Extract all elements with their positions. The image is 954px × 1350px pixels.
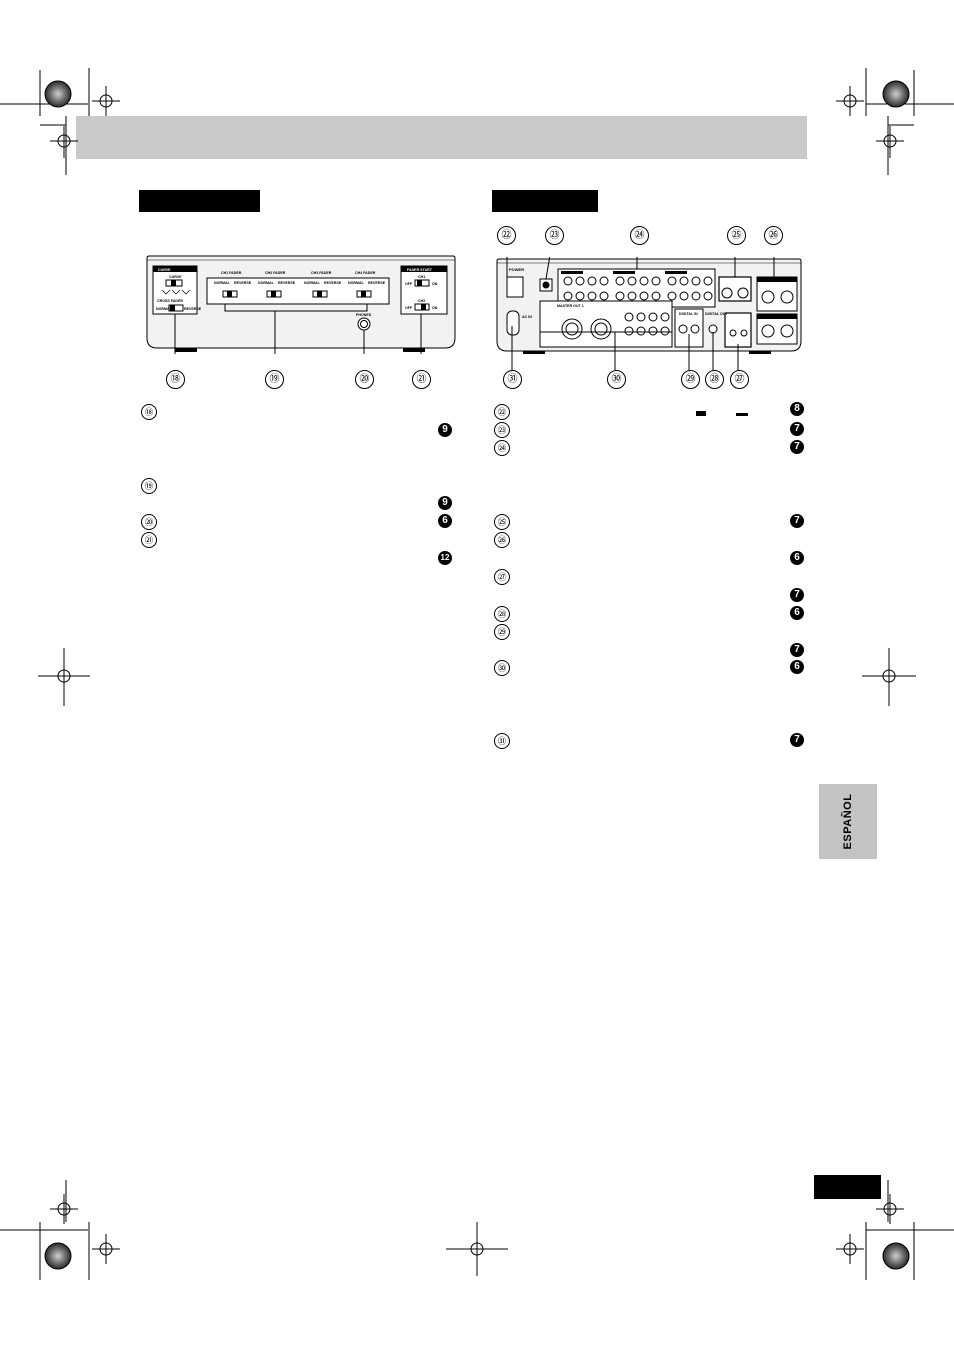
cross-left-label: NORMAL (156, 307, 172, 311)
ch1-fader-left: NORMAL (214, 281, 230, 285)
rear-callout-28: ㉘ (705, 370, 724, 389)
front-section-title-bar (139, 190, 260, 212)
rear-callout-22: ㉒ (497, 226, 516, 245)
rear-callout-29: ㉙ (681, 370, 700, 389)
rear-section-title-bar (492, 190, 598, 212)
ch3-fader-right: REVERSE (324, 281, 342, 285)
rear-panel-illustration: POWER AC IN MASTER OUT 1 DIGITAL IN DIGI… (495, 257, 803, 354)
cross-right-label: REVERSE (184, 307, 202, 311)
ch1-fader-title: CH1 FADER (221, 271, 242, 275)
ch2-fader-left: NORMAL (258, 281, 274, 285)
page-number-box (814, 1175, 881, 1199)
front-panel-illustration: CURVE CURVE CROSS FADER NORMAL REVERSE C… (145, 254, 457, 354)
rear-list-num-28: ㉘ (494, 606, 510, 622)
fader-start-ch1: CH1 (418, 275, 426, 279)
rear-callout-24: ㉔ (630, 226, 649, 245)
front-callout-19: ⑲ (265, 370, 284, 389)
power-label: POWER (509, 267, 525, 272)
rear-list-ref-26: 6 (790, 551, 804, 565)
rear-leader-lines (511, 324, 739, 370)
ch1-fader-right: REVERSE (234, 281, 252, 285)
ch2-fader-title: CH2 FADER (265, 271, 286, 275)
ch4-fader-right: REVERSE (368, 281, 386, 285)
ac-in-label: AC IN (522, 315, 532, 319)
fader-start-ch1-off: OFF (405, 282, 413, 286)
front-list-ref-19: 9 (438, 496, 452, 510)
rear-list-num-29: ㉙ (494, 624, 510, 640)
rear-list-ref-23: 7 (790, 422, 804, 436)
rear-list-ref-25: 7 (790, 514, 804, 528)
fader-start-ch2: CH2 (418, 299, 426, 303)
front-list-ref-18: 9 (438, 423, 452, 437)
rear-list-ref-27: 7 (790, 588, 804, 602)
rear-callout-26: ㉖ (764, 226, 783, 245)
rear-callout-23: ㉓ (545, 226, 564, 245)
fader-start-ch1-on: ON (432, 282, 438, 286)
master-out-label: MASTER OUT 1 (557, 304, 584, 308)
rear-list-num-22: ㉒ (494, 404, 510, 420)
rear-callout-25: ㉕ (727, 226, 746, 245)
header-band (76, 116, 807, 159)
front-list-num-19: ⑲ (141, 478, 157, 494)
rear-callout-30: ㉚ (607, 370, 626, 389)
curve-label: CURVE (169, 275, 182, 279)
phones-label: PHONES (356, 313, 372, 317)
language-tab-label: ESPAÑOL (842, 793, 854, 850)
rear-list-num-24: ㉔ (494, 440, 510, 456)
cross-fader-label: CROSS FADER (157, 299, 183, 303)
front-list-ref-20: 6 (438, 514, 452, 528)
ch2-fader-right: REVERSE (278, 281, 296, 285)
ch4-fader-title: CH4 FADER (355, 271, 376, 275)
digital-in-label: DIGITAL IN (679, 312, 698, 316)
rear-list-ref-31: 7 (790, 733, 804, 747)
front-callout-18: ⑱ (166, 370, 185, 389)
rear-callout-31: ㉛ (503, 370, 522, 389)
rear-list-ref-24: 7 (790, 440, 804, 454)
front-callout-21: ㉑ (412, 370, 431, 389)
ch4-fader-left: NORMAL (348, 281, 364, 285)
rear-list-ref-30: 6 (790, 660, 804, 674)
language-tab: ESPAÑOL (819, 784, 877, 859)
rear-list-num-30: ㉚ (494, 660, 510, 676)
ch3-fader-title: CH3 FADER (311, 271, 332, 275)
fader-start-ch2-off: OFF (405, 306, 413, 310)
front-list-num-18: ⑱ (141, 404, 157, 420)
digital-out-label: DIGITAL OUT (705, 312, 728, 316)
rear-list-ref-29: 7 (790, 643, 804, 657)
rear-list-ref-28: 6 (790, 606, 804, 620)
front-list-num-21: ㉑ (141, 532, 157, 548)
front-callout-20: ⑳ (355, 370, 374, 389)
rear-list-num-31: ㉛ (494, 733, 510, 749)
ch3-fader-left: NORMAL (304, 281, 320, 285)
fader-start-title: FADER START (407, 268, 432, 272)
curve-box-title: CURVE (158, 268, 171, 272)
front-list-num-20: ⑳ (141, 514, 157, 530)
rear-list-num-23: ㉓ (494, 422, 510, 438)
rear-list-num-27: ㉗ (494, 569, 510, 585)
fader-start-ch2-on: ON (432, 306, 438, 310)
rear-callout-27: ㉗ (730, 370, 749, 389)
rear-list-ref-22: 8 (790, 402, 804, 416)
rear-list-num-25: ㉕ (494, 514, 510, 530)
switch-position-icons (696, 411, 748, 416)
rear-list-num-26: ㉖ (494, 532, 510, 548)
front-list-ref-21: 12 (438, 551, 452, 565)
